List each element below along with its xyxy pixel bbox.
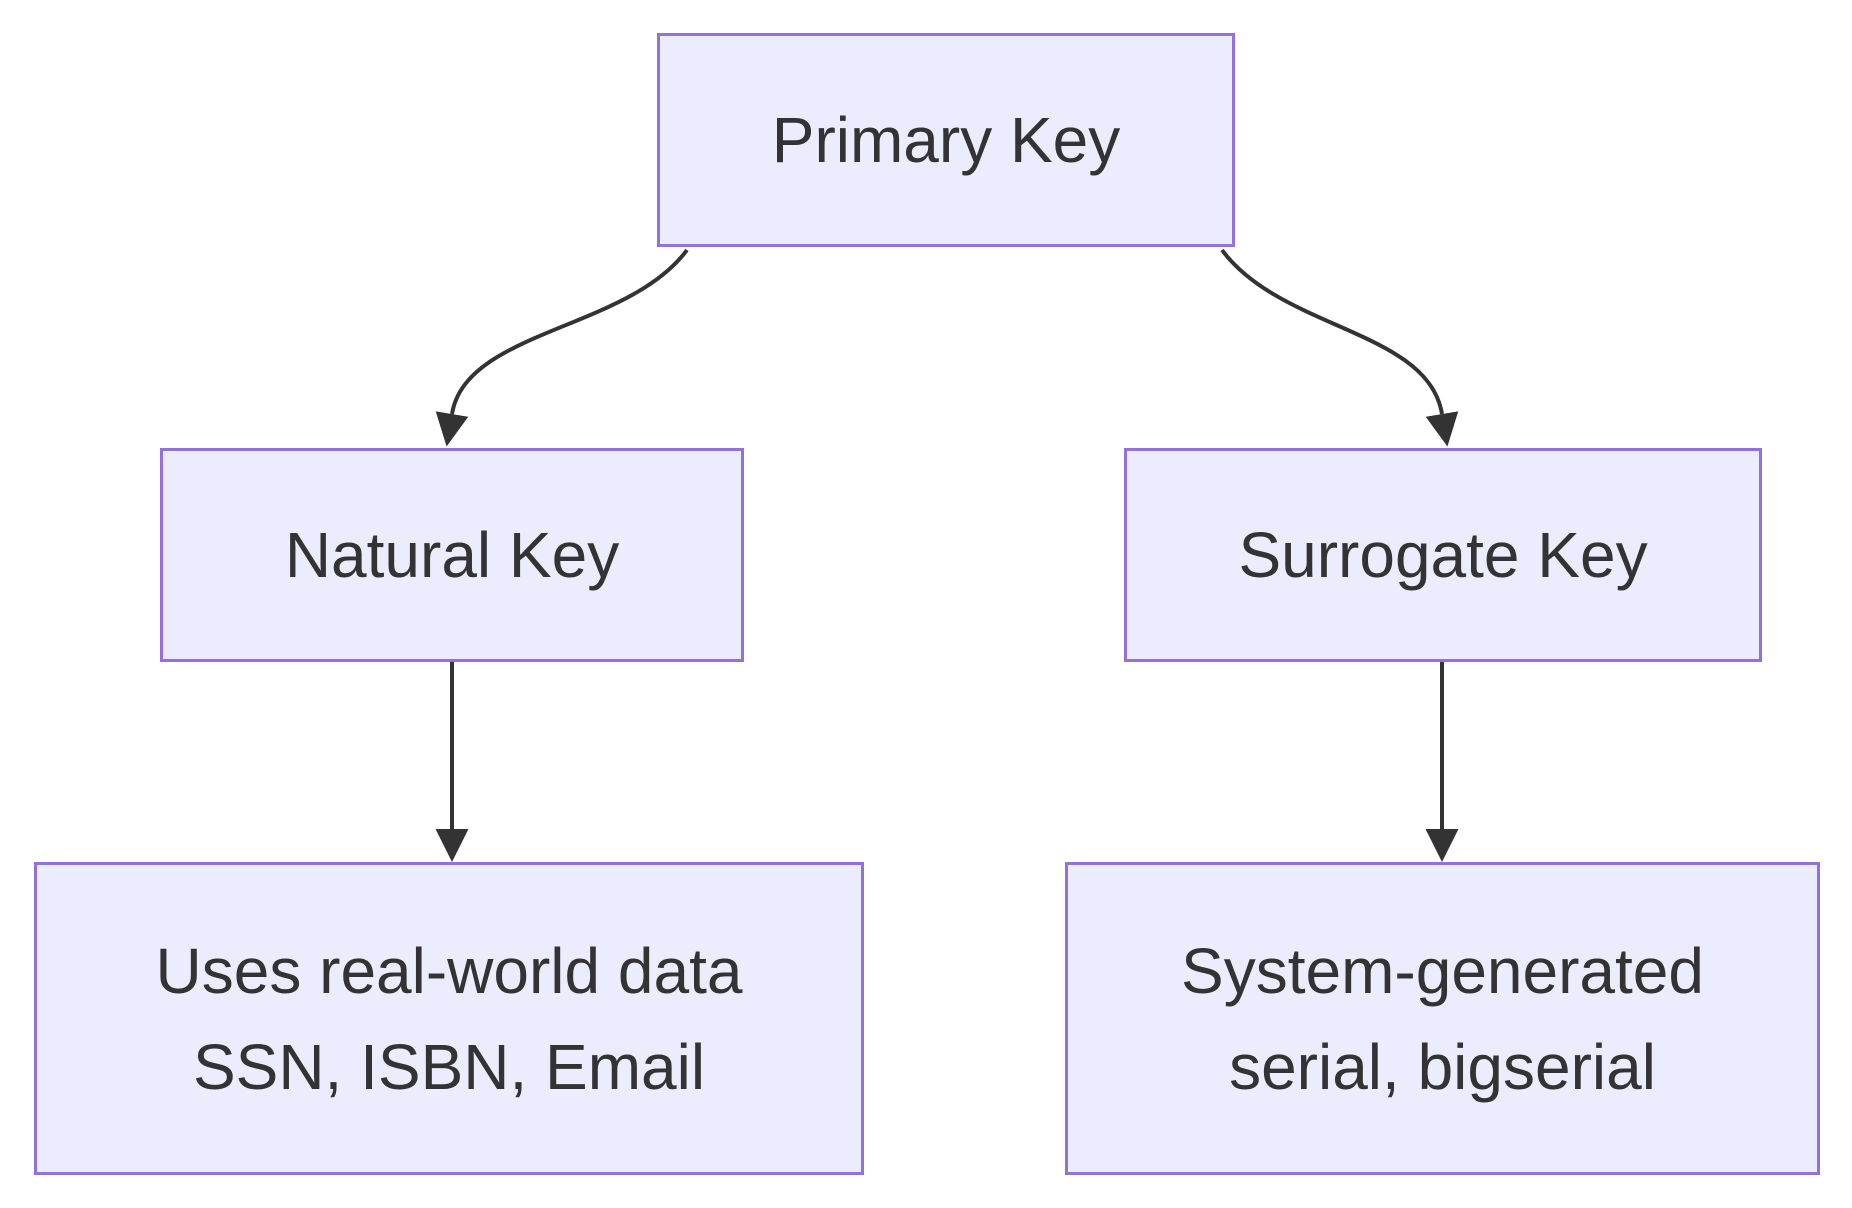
node-surrogate-key-description: System-generated serial, bigserial xyxy=(1065,862,1820,1175)
node-natural-key-description: Uses real-world data SSN, ISBN, Email xyxy=(34,862,864,1175)
natural-key-description-line-1: Uses real-world data xyxy=(155,934,743,1007)
node-primary-key: Primary Key xyxy=(657,33,1235,247)
surrogate-key-description-line-2: serial, bigserial xyxy=(1229,1030,1656,1103)
node-surrogate-key: Surrogate Key xyxy=(1124,448,1762,662)
node-natural-key-label: Natural Key xyxy=(284,519,620,591)
node-surrogate-key-label: Surrogate Key xyxy=(1238,519,1648,591)
edge-primary-to-surrogate xyxy=(1220,248,1459,447)
node-natural-key: Natural Key xyxy=(160,448,744,662)
natural-key-description-line-2: SSN, ISBN, Email xyxy=(192,1030,706,1103)
surrogate-key-description-line-1: System-generated xyxy=(1181,934,1704,1007)
edge-primary-to-natural xyxy=(435,248,689,447)
node-primary-key-label: Primary Key xyxy=(771,104,1121,176)
